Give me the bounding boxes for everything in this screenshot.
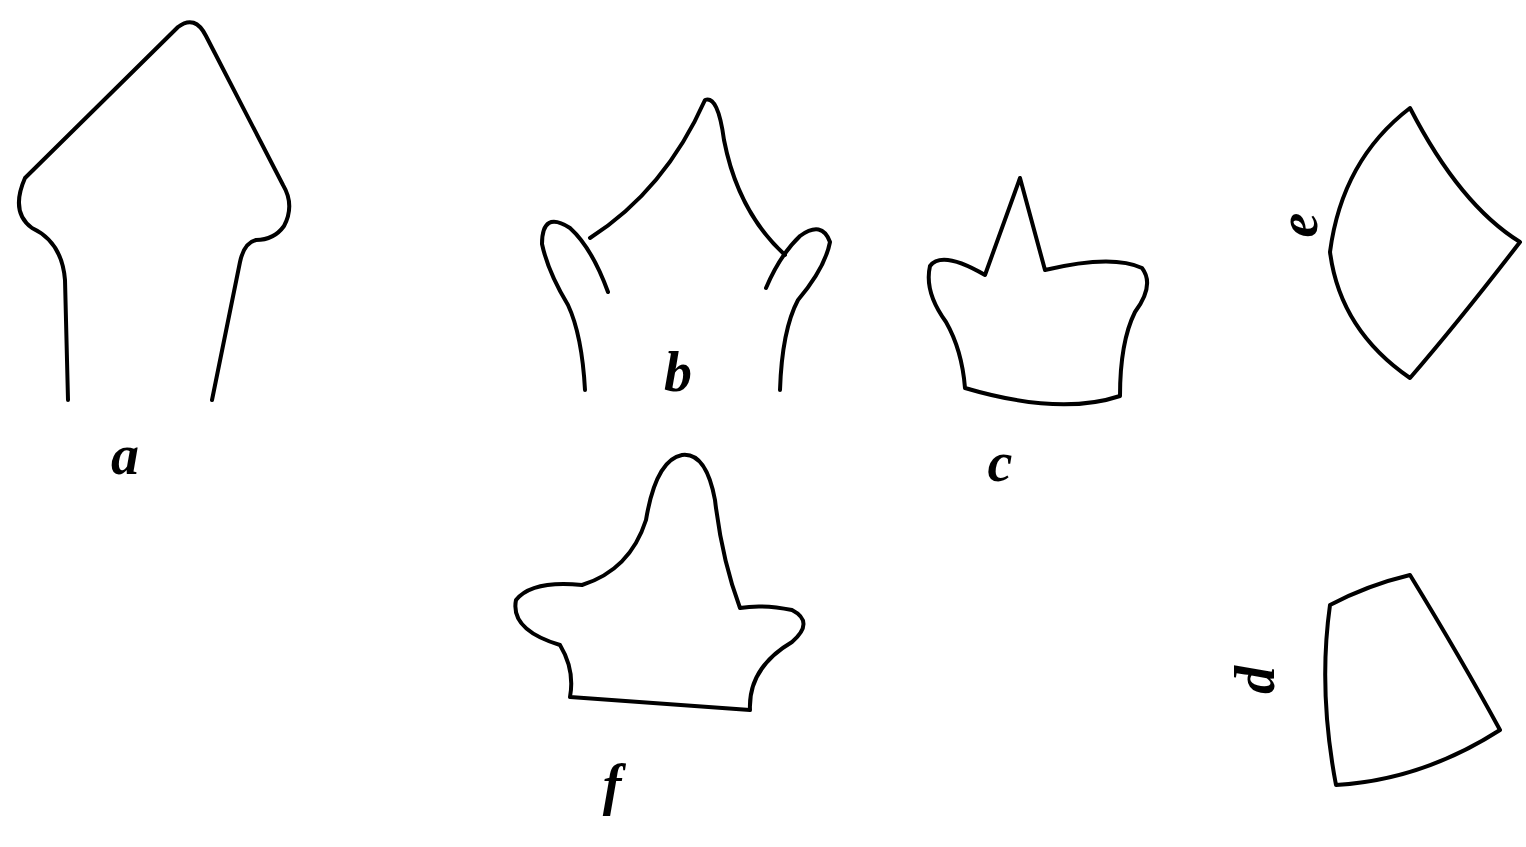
figure-letter: a (111, 427, 139, 483)
figure-letter: d (1227, 666, 1283, 694)
leaf-tip-f (515, 455, 803, 710)
figure-letter: c (988, 434, 1013, 490)
leaf-tip-e (1330, 108, 1520, 378)
leaf-tip-c (929, 178, 1147, 404)
leaf-tip-a (19, 22, 289, 400)
figure-letter: e (1270, 213, 1326, 238)
figure-letter: b (664, 344, 692, 400)
figure-letter: f (603, 757, 622, 813)
leaf-tip-d (1325, 575, 1500, 785)
